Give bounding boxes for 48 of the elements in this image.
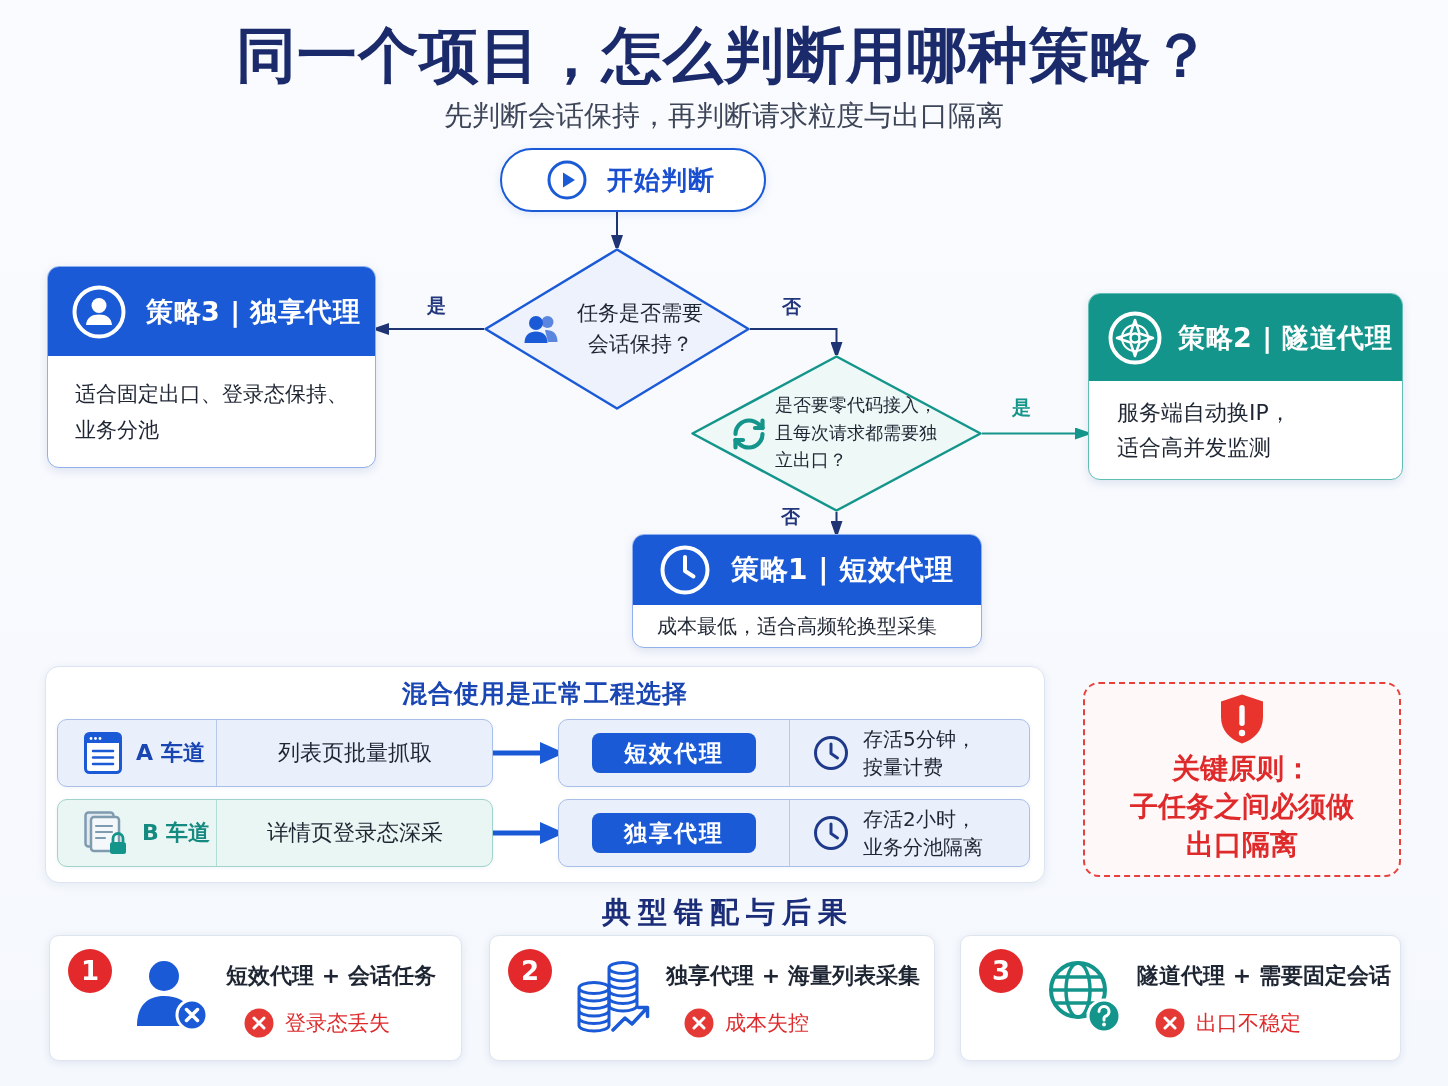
mismatch-title: 隧道代理 + 需要固定会话 xyxy=(1137,962,1391,990)
card-title: 策略1 | 短效代理 xyxy=(731,552,954,588)
consequence-text: 出口不稳定 xyxy=(1196,1009,1301,1037)
mismatch-card xyxy=(489,935,935,1061)
card-description: 服务端自动换IP，适合高并发监测 xyxy=(1117,399,1292,462)
lane-label: B 车道 xyxy=(142,819,211,847)
card-description: 适合固定出口、登录态保持、业务分池 xyxy=(75,380,349,444)
lane-row xyxy=(57,799,493,867)
lifetime-text: 存活2小时，业务分池隔离 xyxy=(863,806,984,861)
start-label: 开始判断 xyxy=(607,163,715,197)
strategy-card xyxy=(47,266,376,468)
proxy-row xyxy=(558,799,1030,867)
card-title: 策略3 | 独享代理 xyxy=(146,294,361,330)
step-number: 3 xyxy=(979,949,1023,993)
proxy-row xyxy=(558,719,1030,787)
strategy-card xyxy=(1088,293,1403,480)
lane-row xyxy=(57,719,493,787)
subtitle: 先判断会话保持，再判断请求粒度与出口隔离 xyxy=(444,99,1004,132)
strategy-tag: 短效代理 xyxy=(592,733,756,773)
decision-question: 是否要零代码接入，且每次请求都需要独立出口？ xyxy=(775,394,938,473)
strategy-tag: 独享代理 xyxy=(592,813,756,853)
principle-heading: 关键原则： xyxy=(1172,751,1312,787)
start-terminal xyxy=(500,148,766,212)
mismatch-title: 短效代理 + 会话任务 xyxy=(226,962,436,990)
step-number: 2 xyxy=(508,949,552,993)
lifetime-text: 存活5分钟，按量计费 xyxy=(863,726,977,781)
mixed-use-panel xyxy=(45,666,1045,883)
strategy-card xyxy=(632,534,982,648)
decision-diamond xyxy=(484,248,750,410)
edge-label: 是 xyxy=(423,293,449,317)
edge-label: 是 xyxy=(1008,395,1034,419)
panel-heading: 混合使用是正常工程选择 xyxy=(402,679,688,708)
decision-question: 任务是否需要会话保持？ xyxy=(576,300,704,358)
principle-text: 子任务之间必须做出口隔离 xyxy=(1129,789,1355,863)
card-description: 成本最低，适合高频轮换型采集 xyxy=(657,613,937,640)
mismatch-card xyxy=(960,935,1401,1061)
consequence-text: 成本失控 xyxy=(725,1009,809,1037)
card-title: 策略2 | 隧道代理 xyxy=(1178,320,1393,356)
page-title: 同一个项目，怎么判断用哪种策略？ xyxy=(236,20,1212,90)
mismatch-title: 独享代理 + 海量列表采集 xyxy=(666,962,920,990)
task-text: 详情页登录态深采 xyxy=(266,819,443,847)
step-number: 1 xyxy=(68,949,112,993)
task-text: 列表页批量抓取 xyxy=(277,739,432,767)
section-heading: 典型错配与后果 xyxy=(600,895,854,929)
mismatch-card xyxy=(49,935,462,1061)
lane-label: A 车道 xyxy=(136,739,205,767)
consequence-text: 登录态丢失 xyxy=(285,1009,390,1037)
key-principle-callout xyxy=(1083,682,1401,877)
